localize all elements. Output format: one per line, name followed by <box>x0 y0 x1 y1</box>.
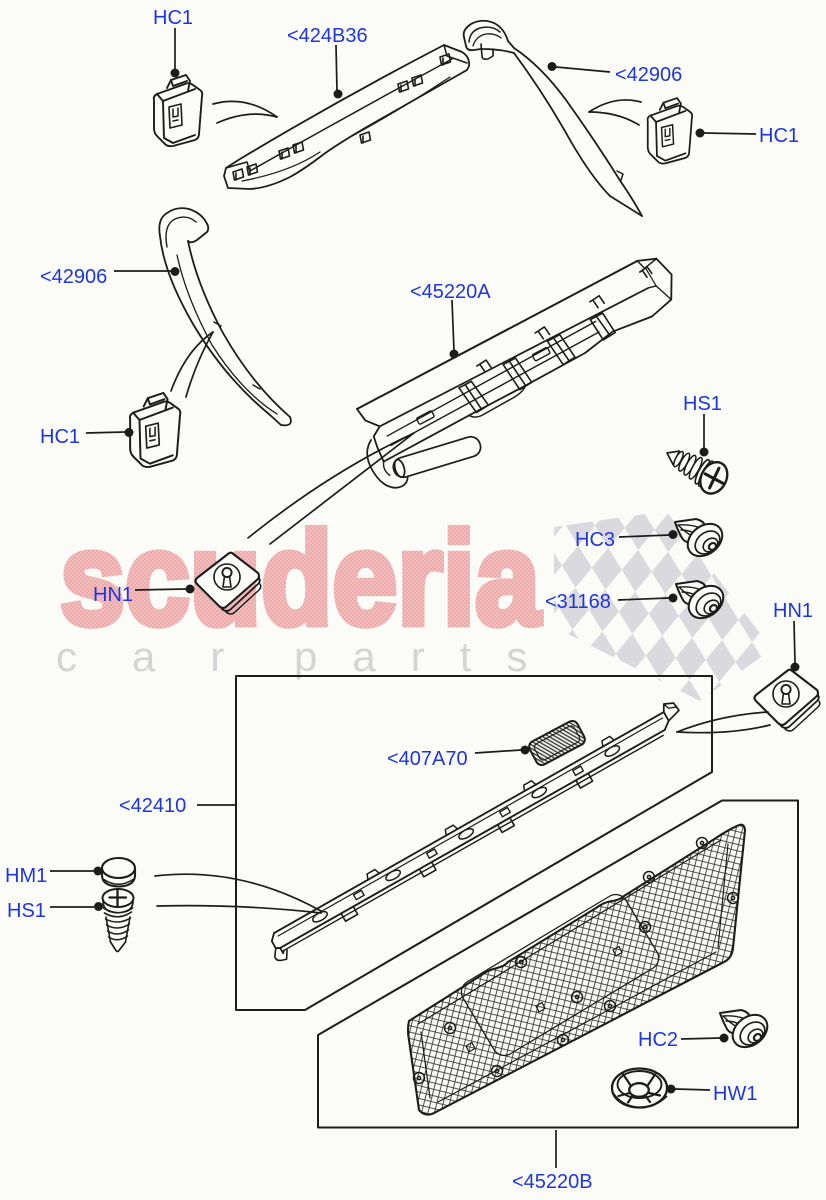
svg-text:HC1: HC1 <box>153 7 193 29</box>
svg-text:<407A70: <407A70 <box>387 748 468 770</box>
svg-text:<42906: <42906 <box>40 266 107 288</box>
svg-text:HC2: HC2 <box>638 1029 678 1051</box>
svg-text:<45220B: <45220B <box>512 1171 593 1193</box>
svg-text:HC1: HC1 <box>759 125 799 147</box>
svg-text:HN1: HN1 <box>773 600 813 622</box>
svg-text:HW1: HW1 <box>713 1083 757 1105</box>
svg-text:<42906: <42906 <box>615 64 682 86</box>
svg-text:<424B36: <424B36 <box>287 25 368 47</box>
svg-text:scuderia: scuderia <box>60 505 541 652</box>
svg-text:<31168: <31168 <box>545 591 611 613</box>
svg-text:car: car <box>56 633 279 680</box>
svg-text:HC1: HC1 <box>40 426 80 448</box>
svg-text:<45220A: <45220A <box>410 281 491 303</box>
svg-text:HS1: HS1 <box>683 393 722 415</box>
svg-text:HM1: HM1 <box>5 865 47 887</box>
svg-text:parts: parts <box>294 633 562 680</box>
svg-text:HN1: HN1 <box>93 584 133 606</box>
svg-text:HC3: HC3 <box>575 529 615 551</box>
svg-text:<42410: <42410 <box>119 795 186 817</box>
svg-text:HS1: HS1 <box>7 900 46 922</box>
